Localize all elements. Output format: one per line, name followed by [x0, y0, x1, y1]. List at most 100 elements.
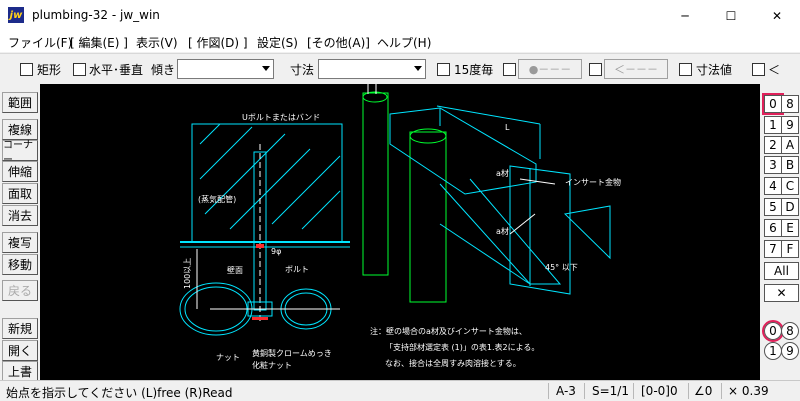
lt-checkbox[interactable]	[752, 63, 765, 76]
pipe-hangers	[179, 282, 340, 336]
layer-3-button[interactable]: 3	[764, 156, 782, 174]
wall-hatch	[191, 123, 343, 243]
linetype-button-2[interactable]: ＜－－－	[604, 59, 668, 79]
menu-other[interactable]: [その他(A)]	[307, 36, 370, 50]
status-separator	[633, 383, 634, 399]
layer-all-button[interactable]: All	[764, 262, 799, 280]
layer-0-button[interactable]: 0	[762, 93, 784, 115]
group-9-button[interactable]: 9	[781, 342, 799, 360]
label-a1: a材	[496, 168, 509, 178]
btn2-checkbox[interactable]	[589, 63, 602, 76]
layer-x-button[interactable]: ✕	[764, 284, 799, 302]
label-a2: a材	[496, 226, 509, 236]
tool-open-button[interactable]: 開く	[2, 340, 38, 361]
rect-label: 矩形	[37, 63, 62, 77]
title-bar: jw plumbing-32 - jw_win ─ ☐ ✕	[0, 0, 800, 31]
dimval-checkbox[interactable]	[679, 63, 692, 76]
tool-new-button[interactable]: 新規	[2, 318, 38, 339]
minimize-button[interactable]: ─	[662, 0, 708, 31]
status-layer[interactable]: [0-0]0	[641, 384, 678, 398]
tool-save-button[interactable]: 上書	[2, 361, 38, 382]
label-bolt: ボルト	[285, 265, 309, 274]
menu-settings[interactable]: 設定(S)	[257, 36, 298, 50]
menu-bar: ファイル(F) [ 編集(E) ] 表示(V) [ 作図(D) ] 設定(S) …	[0, 31, 800, 52]
label-nut3: 化粧ナット	[252, 360, 292, 370]
layer-7-button[interactable]: 7	[764, 240, 782, 258]
label-L: L	[505, 123, 510, 132]
status-zoom[interactable]: × 0.39	[728, 384, 769, 398]
menu-file[interactable]: ファイル(F)	[8, 36, 73, 50]
chevron-down-icon	[414, 66, 422, 71]
status-separator	[584, 383, 585, 399]
tool-range-button[interactable]: 範囲	[2, 92, 38, 113]
vertical-pipes	[362, 84, 447, 303]
layer-e-button[interactable]: E	[781, 219, 799, 237]
minimize-icon: ─	[681, 8, 689, 23]
label-ubolt: Uボルトまたはバンド	[242, 113, 320, 122]
drawing-svg: Uボルトまたはバンド (蒸気配管) 9φ 壁面 ボルト 100以上 ナット 黄銅…	[179, 84, 621, 370]
layer-d-button[interactable]: D	[781, 198, 799, 216]
hv-label: 水平･垂直	[89, 63, 144, 77]
tool-offset-button[interactable]: 複線	[2, 119, 38, 140]
rect-checkbox[interactable]	[20, 63, 33, 76]
drawing-canvas[interactable]: Uボルトまたはバンド (蒸気配管) 9φ 壁面 ボルト 100以上 ナット 黄銅…	[40, 84, 760, 380]
label-wall: 壁面	[227, 265, 243, 275]
dim-label: 寸法	[290, 63, 315, 77]
dim-combo[interactable]	[318, 59, 426, 79]
note-line-2: 「支持部材選定表 (1)」の表1.表2による。	[385, 342, 539, 352]
menu-help[interactable]: ヘルプ(H)	[377, 36, 432, 50]
group-1-button[interactable]: 1	[764, 342, 782, 360]
layer-f-button[interactable]: F	[781, 240, 799, 258]
status-separator	[548, 383, 549, 399]
tool-copy-button[interactable]: 複写	[2, 232, 38, 253]
close-button[interactable]: ✕	[754, 0, 800, 31]
chevron-down-icon	[262, 66, 270, 71]
tool-undo-button[interactable]: 戻る	[2, 280, 38, 301]
status-paper[interactable]: A-3	[556, 384, 576, 398]
layer-a-button[interactable]: A	[781, 136, 799, 154]
window-title: plumbing-32 - jw_win	[32, 8, 160, 22]
menu-view[interactable]: 表示(V)	[136, 36, 178, 50]
layer-panel: 0 8 1 9 2 A 3 B 4 C 5 D 6 E 7 F All ✕ 0 …	[760, 84, 800, 380]
label-insert: インサート金物	[565, 177, 621, 187]
close-icon: ✕	[771, 8, 783, 23]
layer-2-button[interactable]: 2	[764, 136, 782, 154]
layer-1-button[interactable]: 1	[764, 116, 782, 134]
label-nut: ナット	[216, 353, 240, 362]
maximize-button[interactable]: ☐	[708, 0, 754, 31]
layer-b-button[interactable]: B	[781, 156, 799, 174]
label-angle: 45° 以下	[545, 263, 578, 272]
status-separator	[688, 383, 689, 399]
tilt-label: 傾き	[151, 63, 176, 77]
hv-checkbox[interactable]	[73, 63, 86, 76]
layer-4-button[interactable]: 4	[764, 177, 782, 195]
layer-c-button[interactable]: C	[781, 177, 799, 195]
tool-corner-button[interactable]: コーナー	[2, 140, 38, 166]
btn1-checkbox[interactable]	[503, 63, 516, 76]
linetype-button-1[interactable]: ●－－－	[518, 59, 582, 79]
menu-edit[interactable]: [ 編集(E) ]	[70, 36, 128, 50]
status-angle[interactable]: ∠0	[694, 384, 713, 398]
layer-9-button[interactable]: 9	[781, 116, 799, 134]
tool-stretch-button[interactable]: 伸縮	[2, 161, 38, 182]
tool-move-button[interactable]: 移動	[2, 254, 38, 275]
maximize-icon: ☐	[725, 8, 737, 23]
support-bracket	[389, 105, 611, 295]
tool-erase-button[interactable]: 消去	[2, 205, 38, 226]
left-tool-panel: 範囲 複線 コーナー 伸縮 面取 消去 複写 移動 戻る 新規 開く 上書	[0, 84, 40, 382]
deg15-checkbox[interactable]	[437, 63, 450, 76]
tool-chamfer-button[interactable]: 面取	[2, 183, 38, 204]
menu-draw[interactable]: [ 作図(D) ]	[188, 36, 248, 50]
label-steam: (蒸気配管)	[198, 194, 236, 204]
note-line-3: なお、接合は全周すみ肉溶接とする。	[385, 358, 521, 368]
group-8-button[interactable]: 8	[781, 322, 799, 340]
group-0-button[interactable]: 0	[762, 320, 784, 342]
label-nut2: 黄銅製クロームめっき	[252, 348, 332, 358]
dimval-label: 寸法値	[696, 63, 733, 77]
layer-5-button[interactable]: 5	[764, 198, 782, 216]
layer-8-button[interactable]: 8	[781, 95, 799, 113]
tilt-combo[interactable]	[177, 59, 274, 79]
status-scale[interactable]: S=1/1	[592, 384, 629, 398]
label-9phi: 9φ	[271, 247, 281, 256]
layer-6-button[interactable]: 6	[764, 219, 782, 237]
